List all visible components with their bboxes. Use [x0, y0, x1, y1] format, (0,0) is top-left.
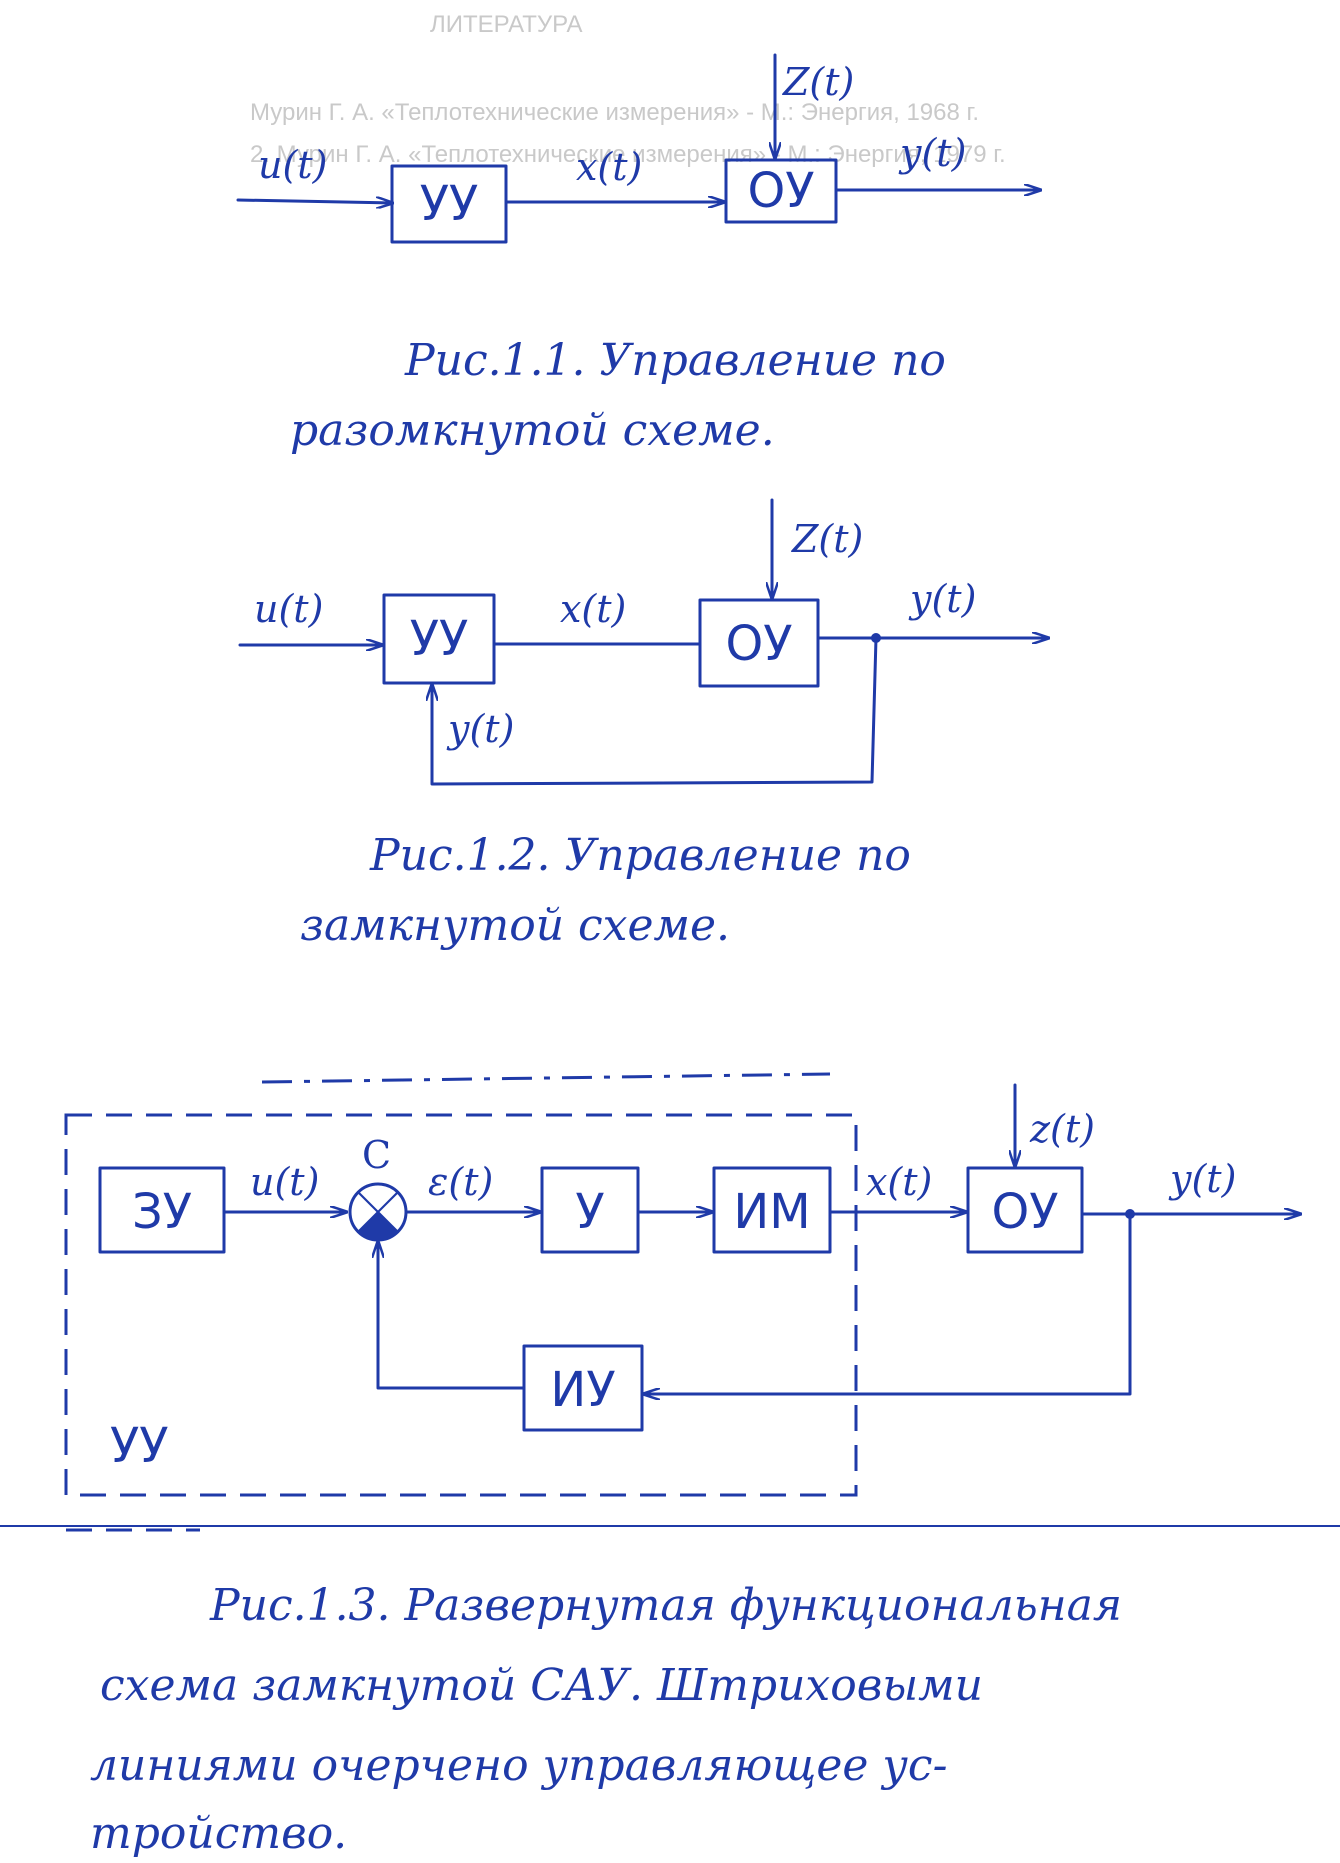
fig1-input-arrow [236, 200, 392, 203]
fig3-comparator-shaded-sector [358, 1212, 398, 1241]
fig3-block-ou-label: ОУ [991, 1184, 1058, 1240]
fig1-output-label: y(t) [898, 131, 966, 175]
fig3-caption-line-3: линиями очерчено управляющее ус- [90, 1740, 947, 1791]
fig3-caption-line-1: Рис.1.3. Развернутая функциональная [209, 1580, 1122, 1631]
fig3-error-label: ε(t) [428, 1160, 493, 1204]
fig1-caption-line-2: разомкнутой схеме. [290, 405, 775, 456]
fig1-block-uu [390, 164, 508, 244]
fig2-caption-line-2: замкнутой схеме. [300, 900, 730, 951]
fig2-input-label: u(t) [254, 587, 323, 631]
fig3-region-label: УУ [110, 1418, 169, 1474]
faint-line-1: Мурин Г. А. «Теплотехнические измерения»… [250, 99, 979, 126]
fig3-x-label: x(t) [866, 1160, 932, 1204]
fig3-output-label: y(t) [1168, 1157, 1236, 1201]
fig3-block-zu [98, 1166, 226, 1254]
fig3-block-u [540, 1166, 640, 1254]
fig1-x-label: x(t) [576, 145, 642, 189]
fig3-block-im-label: ИМ [733, 1184, 810, 1240]
fig1-block-uu-label: УУ [420, 176, 479, 232]
fig2-block-ou [698, 598, 820, 688]
fig1-caption-line-1: Рис.1.1. Управление по [404, 335, 946, 386]
fig2-diagram: u(t) УУ x(t) ОУ Z(t) y(t) y(t) [238, 498, 1048, 786]
fig2-caption-line-1: Рис.1.2. Управление по [369, 830, 911, 881]
fig1-disturbance-label: Z(t) [782, 60, 854, 104]
fig3-comparator [348, 1182, 408, 1242]
fig2-block-uu-label: УУ [410, 611, 469, 667]
fig3-diagram: УУ ЗУ u(t) С ε(t) У ИМ x(t) ОУ z(t) y(t) [64, 1072, 1300, 1532]
fig1-diagram: u(t) УУ x(t) ОУ Z(t) y(t) [236, 53, 1040, 244]
fig1-block-ou-label: ОУ [747, 163, 814, 219]
fig3-block-zu-label: ЗУ [132, 1184, 192, 1240]
fig3-caption-line-4: тройство. [90, 1808, 347, 1859]
fig2-feedback-line [432, 636, 878, 786]
fig3-block-iu-label: ИУ [550, 1362, 615, 1418]
fig3-block-im [712, 1166, 832, 1254]
fig3-block-ou [966, 1166, 1084, 1254]
fig3-feedback-to-iu [644, 1212, 1132, 1394]
fig2-block-uu [382, 593, 496, 685]
faint-line-2: 2. Мурин Г. А. «Теплотехнические измерен… [250, 141, 1006, 168]
fig3-caption-line-2: схема замкнутой САУ. Штриховыми [100, 1660, 983, 1711]
fig2-disturbance-label: Z(t) [791, 517, 863, 561]
fig3-input-label: u(t) [250, 1160, 319, 1204]
fig3-control-device-outline [64, 1113, 858, 1497]
fig3-disturbance-label: z(t) [1029, 1107, 1095, 1151]
fig3-block-u-label: У [575, 1184, 604, 1240]
fig2-x-label: x(t) [560, 587, 626, 631]
fig2-feedback-label: y(t) [446, 707, 514, 751]
fig1-input-label: u(t) [258, 143, 327, 187]
fig2-block-ou-label: ОУ [725, 616, 792, 672]
fig3-comparator-label: С [362, 1133, 391, 1177]
fig3-feedback-to-comparator [378, 1242, 526, 1390]
faint-heading: ЛИТЕРАТУРА [430, 11, 583, 38]
fig3-dashed-top-extra [261, 1072, 831, 1084]
fig2-output-label: y(t) [908, 577, 976, 621]
